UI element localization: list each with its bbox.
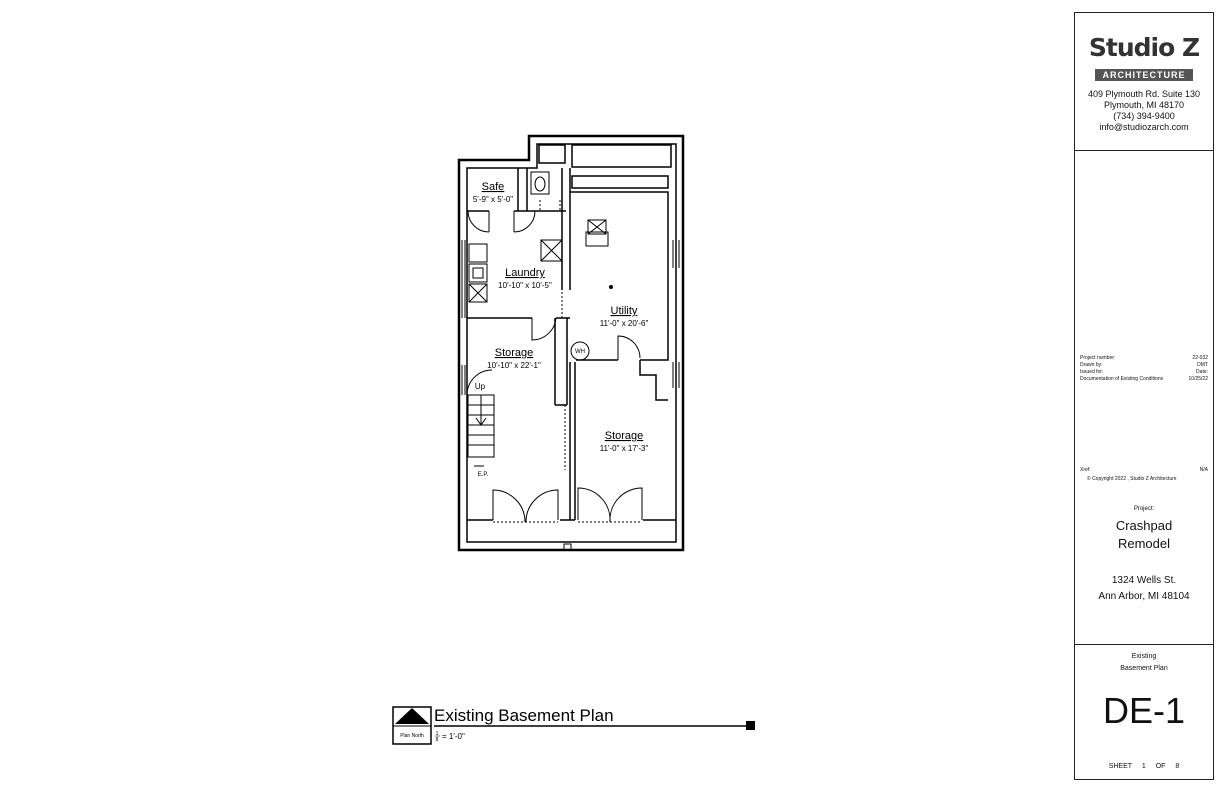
floor-plan-drawing: Safe 5'-9" x 5'-0" Laundry 10'-10" x 10'… bbox=[392, 134, 755, 745]
storage-right-room-dims: 11'-0" x 17'-3" bbox=[600, 444, 649, 453]
sheet-total: 8 bbox=[1175, 763, 1180, 770]
drawing-title: Plan North Existing Basement Plan 1 8 = … bbox=[392, 706, 755, 745]
safe-room-name: Safe bbox=[482, 181, 505, 193]
project-address-line2: Ann Arbor, MI 48104 bbox=[1098, 591, 1190, 602]
water-heater-label: WH bbox=[575, 349, 585, 355]
project-title-line1: Crashpad bbox=[1115, 518, 1173, 533]
fixtures bbox=[467, 171, 613, 467]
stair-up-label: Up bbox=[475, 382, 486, 391]
sheet-title-line2: Basement Plan bbox=[1120, 665, 1168, 672]
title-block: Studio Z ARCHITECTURE 409 Plymouth Rd. S… bbox=[1074, 12, 1214, 780]
firm-email: info@studiozarch.com bbox=[1099, 122, 1189, 132]
meta-issued-values: Documentation of Existing Conditions 10/… bbox=[1080, 376, 1208, 383]
of-label: OF bbox=[1155, 763, 1166, 770]
dashed-openings bbox=[493, 200, 642, 523]
firm-logo: Studio Z bbox=[1088, 33, 1200, 62]
xref-value: N/A bbox=[1199, 467, 1208, 473]
scale-text: = 1'-0" bbox=[442, 732, 465, 741]
date-value: 10/25/22 bbox=[1188, 376, 1208, 382]
firm-address-line1: 409 Plymouth Rd. Suite 130 bbox=[1087, 89, 1201, 99]
electrical-panel-label: E.P. bbox=[478, 472, 489, 478]
safe-room-dims: 5'-9" x 5'-0" bbox=[473, 195, 513, 204]
doors bbox=[466, 210, 643, 523]
sheet-index: 1 bbox=[1141, 763, 1146, 770]
firm-address-line2: Plymouth, MI 48170 bbox=[1103, 100, 1185, 110]
meta-project-number: Project number: 22-032 bbox=[1080, 355, 1208, 362]
drawn-by-value: DMT bbox=[1197, 362, 1208, 368]
laundry-room-dims: 10'-10" x 10'-5" bbox=[498, 281, 552, 290]
sheet-count: SHEET 1 OF 8 bbox=[1075, 763, 1213, 770]
project-label: Project: bbox=[1133, 506, 1155, 512]
room-labels: Safe 5'-9" x 5'-0" Laundry 10'-10" x 10'… bbox=[473, 181, 649, 478]
issued-for-label: Issued for: bbox=[1080, 369, 1104, 375]
north-arrow-icon bbox=[395, 708, 429, 724]
scale-fraction-num: 1 bbox=[436, 731, 439, 737]
xref-label: Xref: bbox=[1080, 467, 1091, 473]
storage-left-room-dims: 10'-10" x 22'-1" bbox=[487, 361, 541, 370]
utility-room-name: Utility bbox=[611, 305, 638, 317]
project-address-line1: 1324 Wells St. bbox=[1111, 575, 1177, 586]
project-number-value: 22-032 bbox=[1192, 355, 1208, 361]
firm-section: Studio Z ARCHITECTURE 409 Plymouth Rd. S… bbox=[1075, 13, 1213, 151]
sheet-title-line1: Existing bbox=[1131, 653, 1157, 660]
meta-drawn-by: Drawn by: DMT bbox=[1080, 362, 1208, 369]
date-label: Date: bbox=[1196, 369, 1208, 375]
windows bbox=[461, 240, 680, 551]
firm-logo-subtitle: ARCHITECTURE bbox=[1095, 69, 1193, 81]
sheet-number: DE-1 bbox=[1102, 690, 1186, 731]
drawing-title-text: Existing Basement Plan bbox=[434, 706, 614, 725]
storage-right-room-name: Storage bbox=[605, 430, 644, 442]
project-number-label: Project number: bbox=[1080, 355, 1116, 361]
project-title-line2: Remodel bbox=[1117, 536, 1171, 551]
meta-issued-labels: Issued for: Date: bbox=[1080, 369, 1208, 376]
utility-room-dims: 11'-0" x 20'-6" bbox=[600, 319, 649, 328]
sheet-label: SHEET bbox=[1108, 763, 1132, 770]
storage-left-room-name: Storage bbox=[495, 347, 534, 359]
drawn-by-label: Drawn by: bbox=[1080, 362, 1103, 368]
meta-xref: Xref: N/A bbox=[1080, 467, 1208, 474]
copyright-notice: © Copyright 2022 , Studio Z Architecture bbox=[1087, 476, 1177, 482]
scale-fraction-den: 8 bbox=[436, 737, 439, 743]
project-info-section: Project number: 22-032 Drawn by: DMT Iss… bbox=[1075, 151, 1213, 645]
plan-north-label: Plan North bbox=[400, 733, 424, 739]
exterior-walls bbox=[457, 134, 685, 552]
sheet-section: Existing Basement Plan DE-1 SHEET 1 OF 8 bbox=[1075, 645, 1213, 779]
issued-for-value: Documentation of Existing Conditions bbox=[1080, 376, 1164, 382]
firm-phone: (734) 394-9400 bbox=[1113, 111, 1175, 121]
laundry-room-name: Laundry bbox=[505, 267, 545, 279]
